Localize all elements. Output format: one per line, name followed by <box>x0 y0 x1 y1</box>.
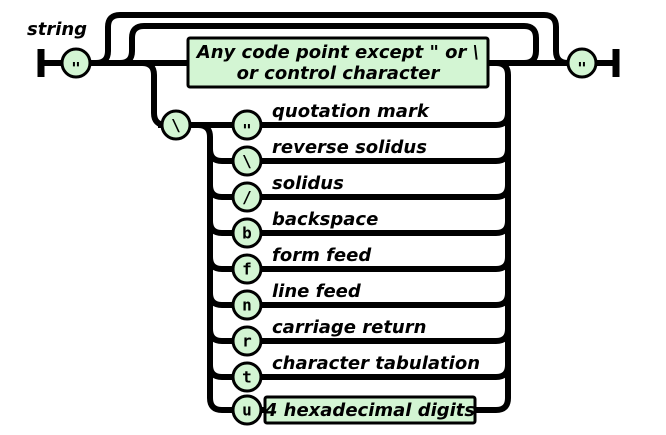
label-line-feed: line feed <box>272 281 362 302</box>
escape-prefix-terminal <box>160 109 192 141</box>
escape-terminal-reverse-solidus <box>231 145 263 177</box>
any-codepoint-box-line2: or control character <box>237 63 441 84</box>
label-form-feed: form feed <box>272 245 372 266</box>
escape-terminal-unicode <box>231 394 263 426</box>
escape-right-rail <box>495 60 511 398</box>
escape-terminal-form-feed <box>231 253 263 285</box>
escape-terminal-solidus <box>231 181 263 213</box>
escape-prefix-glyph: \ <box>171 116 181 135</box>
hex-digits-box-label: 4 hexadecimal digits <box>264 400 476 421</box>
label-carriage-return: carriage return <box>272 317 426 338</box>
open-quote-terminal <box>60 47 92 79</box>
escape-glyph-reverse-solidus: \ <box>242 152 252 171</box>
escape-glyph-quotation-mark: " <box>242 121 252 140</box>
loop-line-outer <box>95 12 569 66</box>
any-codepoint-box-line1: Any code point except " or \ <box>195 42 479 63</box>
escape-left-rail <box>197 122 223 413</box>
open-quote-glyph: " <box>71 59 81 78</box>
escape-terminal-character-tabulation <box>231 361 263 393</box>
label-backspace: backspace <box>272 209 378 230</box>
hex-digits-box <box>263 395 477 425</box>
production-title: string <box>27 19 87 40</box>
label-reverse-solidus: reverse solidus <box>272 137 427 158</box>
escape-glyph-unicode: u <box>242 401 252 420</box>
escape-ramp <box>141 60 167 128</box>
escape-terminal-backspace <box>231 217 263 249</box>
label-quotation-mark: quotation mark <box>272 101 430 122</box>
escape-glyph-line-feed: n <box>242 296 252 315</box>
label-solidus: solidus <box>272 173 344 194</box>
escape-glyph-form-feed: f <box>242 260 252 279</box>
escape-glyph-backspace: b <box>242 224 252 243</box>
any-codepoint-box <box>186 36 490 89</box>
escape-glyph-carriage-return: r <box>242 332 252 351</box>
escape-glyph-solidus: / <box>242 188 252 207</box>
label-character-tabulation: character tabulation <box>272 353 480 374</box>
escape-row-line-9-right <box>472 397 511 413</box>
escape-glyph-character-tabulation: t <box>242 368 252 387</box>
escape-terminal-quotation-mark <box>231 109 263 141</box>
loop-line-inner <box>119 23 539 66</box>
escape-terminal-line-feed <box>231 289 263 321</box>
escape-terminal-carriage-return <box>231 325 263 357</box>
close-quote-terminal <box>566 47 598 79</box>
close-quote-glyph: " <box>577 59 587 78</box>
